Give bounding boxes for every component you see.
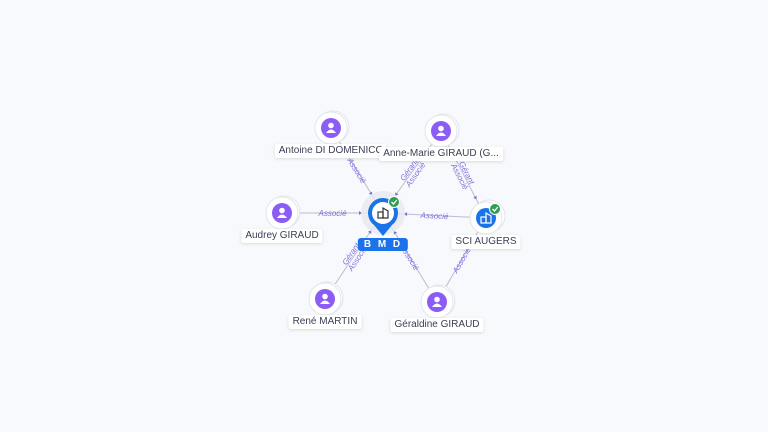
edge-label: Associé	[317, 209, 347, 218]
node-label-geraldine[interactable]: Géraldine GIRAUD	[390, 318, 484, 332]
edge-arrow	[393, 230, 398, 235]
node-sci[interactable]	[469, 199, 506, 235]
edge-arrow	[395, 192, 399, 196]
node-label-bmd[interactable]: B M D	[357, 238, 409, 251]
edge-arrow	[368, 191, 373, 196]
building-icon	[480, 211, 492, 224]
building-icon	[377, 206, 389, 219]
edge-label: Associé	[345, 156, 368, 186]
person-icon	[326, 122, 336, 133]
node-label-annemarie[interactable]: Anne-Marie GIRAUD (G...	[379, 147, 503, 161]
edge-label: Associé	[450, 245, 473, 275]
node-annemarie[interactable]	[424, 113, 460, 148]
verified-check-icon	[489, 203, 501, 215]
person-icon	[277, 207, 287, 218]
edge-label: Associé	[419, 211, 449, 221]
person-icon	[320, 293, 330, 304]
node-antoine[interactable]	[314, 110, 350, 145]
node-geraldine[interactable]	[420, 284, 456, 319]
node-label-sci[interactable]: SCI AUGERS	[451, 235, 521, 249]
edge-arrow	[367, 230, 372, 235]
edge-arrow	[359, 211, 362, 215]
person-icon	[432, 296, 442, 307]
node-audrey[interactable]	[265, 195, 301, 230]
node-label-rene[interactable]: René MARTIN	[288, 315, 362, 329]
edge-arrow	[473, 195, 477, 200]
verified-check-icon	[388, 196, 400, 208]
node-bmd[interactable]	[361, 191, 405, 236]
node-rene[interactable]	[308, 281, 344, 316]
node-label-antoine[interactable]: Antoine DI DOMENICO	[274, 144, 388, 158]
edge-arrow	[403, 212, 408, 217]
person-icon	[436, 125, 446, 136]
node-label-audrey[interactable]: Audrey GIRAUD	[241, 229, 323, 243]
